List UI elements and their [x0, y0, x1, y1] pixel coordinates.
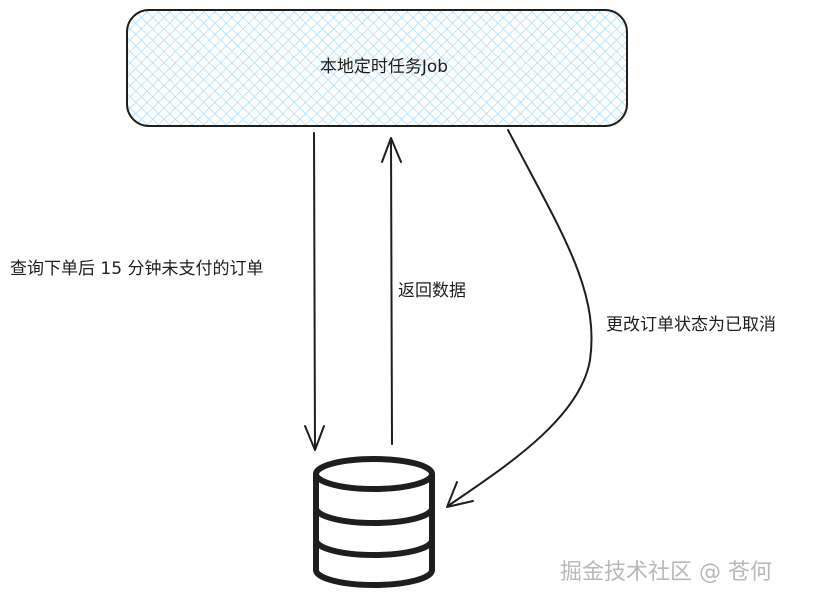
- return-arrow-head: [381, 137, 402, 163]
- job-box: 本地定时任务Job: [126, 9, 628, 127]
- query-arrow-head: [304, 425, 325, 451]
- job-box-label: 本地定时任务Job: [320, 57, 448, 77]
- job-box-border: [126, 9, 628, 127]
- update-label: 更改订单状态为已取消: [606, 315, 776, 335]
- update-arrow: [446, 129, 593, 508]
- return-arrow: [381, 137, 402, 445]
- return-label: 返回数据: [398, 281, 466, 301]
- query-arrow-line: [313, 132, 316, 451]
- return-arrow-line: [390, 139, 393, 445]
- query-arrow: [304, 132, 325, 451]
- database-band-2: [313, 537, 435, 558]
- database-top: [313, 456, 435, 492]
- update-arrow-line: [447, 129, 593, 507]
- database-band-1: [313, 505, 435, 526]
- update-arrow-head: [446, 481, 474, 508]
- query-label: 查询下单后 15 分钟未支付的订单: [10, 259, 263, 279]
- job-box-fill: [127, 10, 627, 126]
- watermark-text: 掘金技术社区 @ 苍何: [560, 560, 772, 585]
- database-icon: [313, 456, 435, 588]
- database-body: [313, 471, 435, 588]
